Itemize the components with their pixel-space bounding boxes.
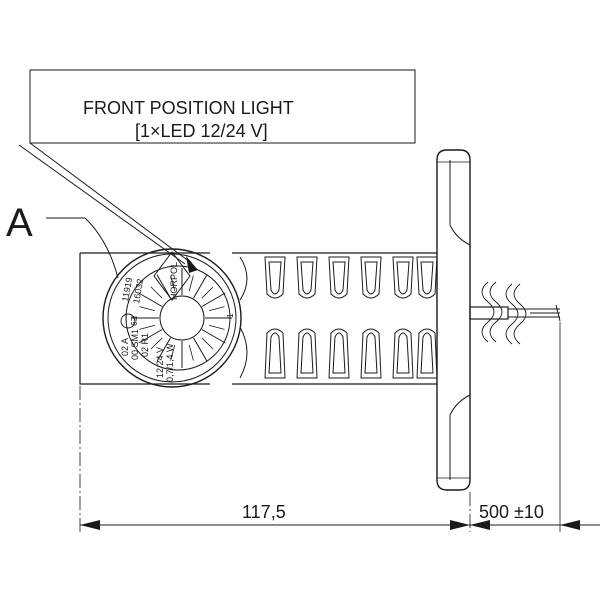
lens-spoke bbox=[193, 274, 208, 299]
arrowhead-icon bbox=[80, 520, 100, 530]
lens-spoke bbox=[156, 337, 171, 362]
dimension-cable: 500 ±10 bbox=[479, 502, 544, 522]
arrowhead-icon bbox=[560, 520, 580, 530]
lens-spoke-inner bbox=[201, 337, 214, 350]
fin bbox=[360, 256, 382, 299]
lens-spoke-inner bbox=[188, 344, 194, 361]
lens: HORPOL 11919 16032 E9 02 A 00 SM1 02 R1 … bbox=[102, 248, 242, 388]
lens-spoke-inner bbox=[170, 275, 176, 292]
fin bbox=[416, 328, 438, 379]
dimension-lines: 117,5 500 ±10 bbox=[79, 322, 600, 532]
fin bbox=[328, 328, 350, 379]
fin bbox=[396, 261, 410, 295]
lens-spoke-inner bbox=[208, 324, 225, 330]
lens-spoke bbox=[201, 329, 226, 344]
fin bbox=[268, 261, 282, 295]
detail-a: A bbox=[6, 201, 119, 279]
lens-code-line-1: 02 A bbox=[120, 338, 130, 356]
fin bbox=[300, 261, 314, 295]
fin bbox=[300, 332, 314, 374]
fin-partial bbox=[239, 256, 248, 301]
lens-spoke-inner bbox=[150, 337, 163, 350]
fin bbox=[396, 332, 410, 374]
lens-spoke bbox=[138, 329, 163, 344]
fin bbox=[392, 256, 414, 299]
arrow-icon bbox=[186, 256, 198, 273]
fin bbox=[360, 328, 382, 379]
fin bbox=[296, 328, 318, 379]
arrowhead-icon bbox=[450, 520, 470, 530]
fin bbox=[420, 332, 434, 374]
housing-body bbox=[79, 252, 437, 385]
lens-number: 1 bbox=[226, 313, 235, 318]
callout-subtitle: [1×LED 12/24 V] bbox=[135, 121, 268, 141]
fin bbox=[416, 256, 438, 299]
lens-code-arc-2: 16032 bbox=[131, 278, 145, 304]
cooling-fins bbox=[239, 256, 438, 379]
approval-mark-label: E9 bbox=[129, 316, 138, 326]
lens-spoke-inner bbox=[201, 286, 214, 299]
fin bbox=[364, 261, 378, 295]
lens-code-line-3: 02 R1 bbox=[140, 333, 150, 357]
callout-title: FRONT POSITION LIGHT bbox=[83, 98, 294, 118]
lens-code-arc-1: 11919 bbox=[120, 277, 134, 303]
lens-spoke-inner bbox=[139, 306, 156, 312]
fin bbox=[364, 332, 378, 374]
dimension-length: 117,5 bbox=[242, 502, 286, 522]
lens-spoke-inner bbox=[170, 344, 176, 361]
detail-a-label: A bbox=[6, 201, 33, 245]
fin-partial bbox=[239, 326, 248, 379]
fin bbox=[328, 256, 350, 299]
lens-spoke-inner bbox=[208, 306, 225, 312]
fin bbox=[264, 256, 286, 299]
lens-spoke bbox=[138, 292, 163, 307]
lens-spoke bbox=[201, 292, 226, 307]
lens-code-line-2: 00 SM1 bbox=[130, 329, 140, 360]
lens-spoke-inner bbox=[188, 275, 194, 292]
approval-mark: E9 bbox=[120, 313, 138, 329]
cable bbox=[469, 281, 561, 345]
lens-power: 0,7/1,4 W bbox=[165, 343, 175, 382]
callout-box: FRONT POSITION LIGHT [1×LED 12/24 V] bbox=[18, 69, 416, 265]
lens-voltage: 12/24 V bbox=[155, 347, 165, 378]
lens-spoke-inner bbox=[150, 286, 163, 299]
fin bbox=[332, 332, 346, 374]
fin bbox=[420, 261, 434, 295]
fin bbox=[332, 261, 346, 295]
mounting-flange bbox=[436, 149, 471, 491]
lens-spoke-inner bbox=[139, 324, 156, 330]
lens-brand: HORPOL bbox=[169, 262, 179, 300]
lens-spokes bbox=[132, 268, 232, 368]
arrowhead-icon bbox=[470, 520, 490, 530]
fin bbox=[296, 256, 318, 299]
fin bbox=[264, 328, 286, 379]
fin bbox=[392, 328, 414, 379]
fin bbox=[268, 332, 282, 374]
lens-spoke bbox=[193, 337, 208, 362]
